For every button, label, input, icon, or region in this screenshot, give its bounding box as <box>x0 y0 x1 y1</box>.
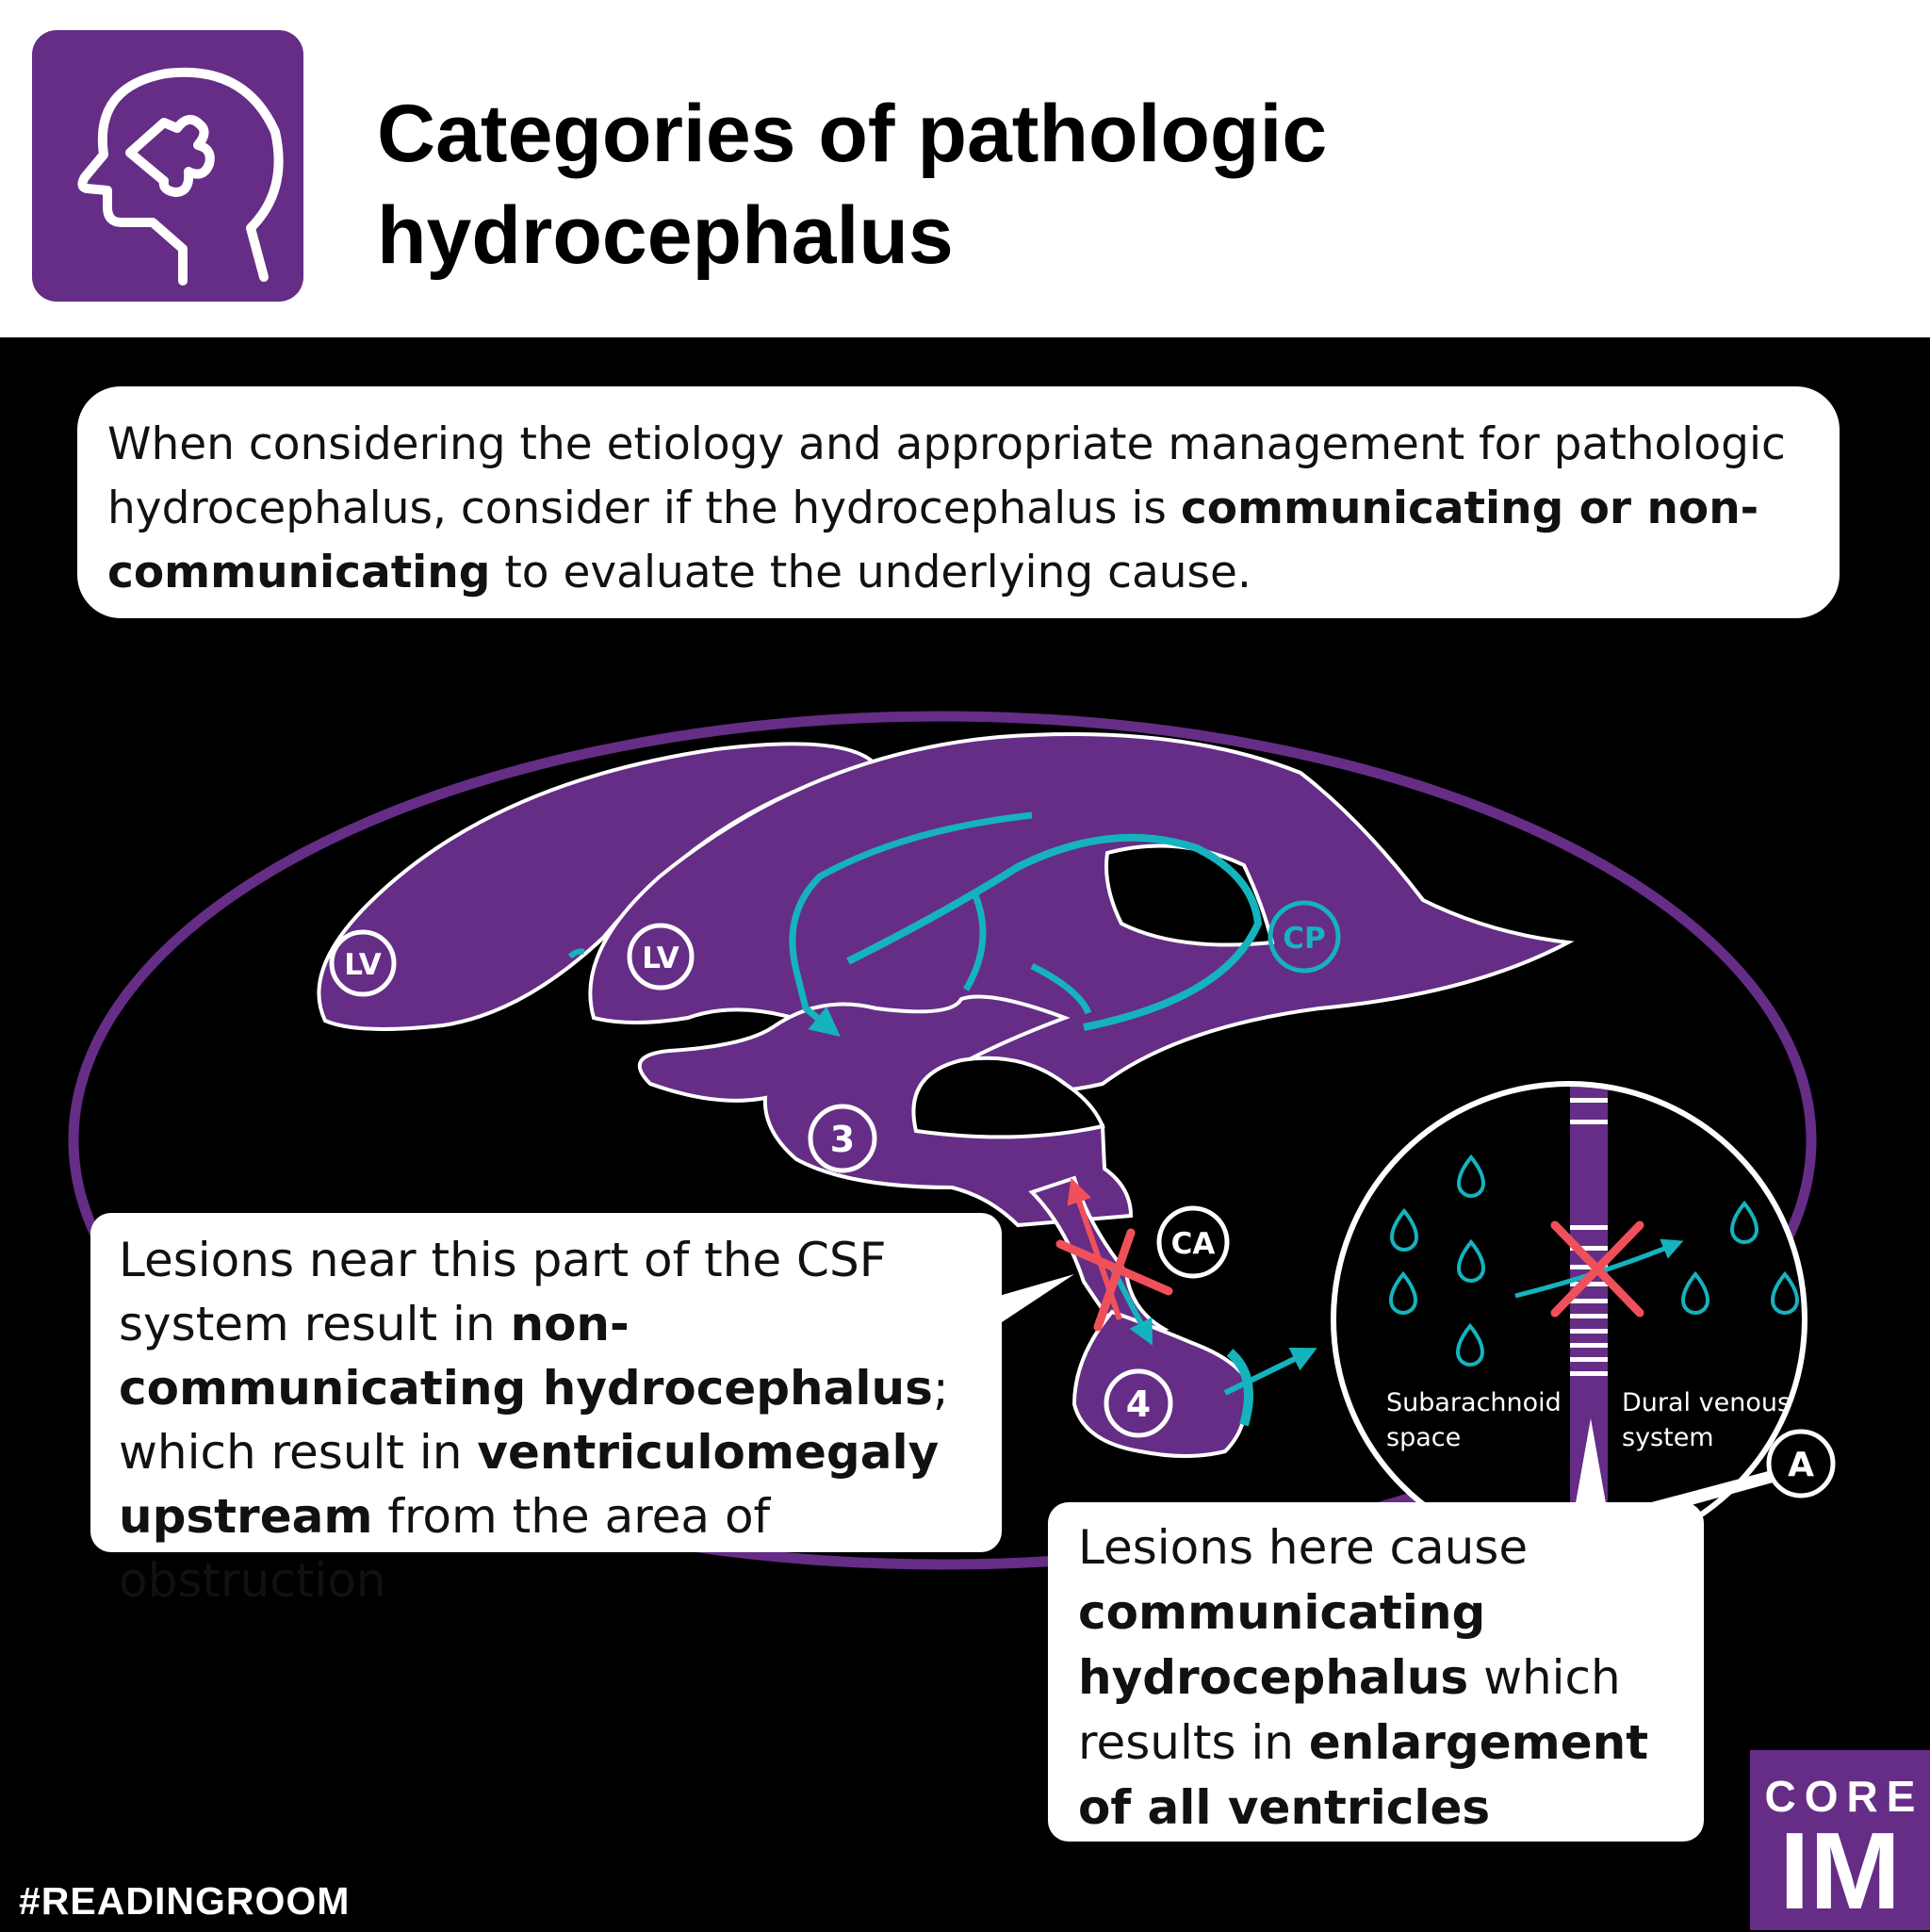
intro-callout: When considering the etiology and approp… <box>77 386 1840 618</box>
svg-text:CA: CA <box>1171 1227 1216 1261</box>
skull-outline <box>68 711 1817 1570</box>
left-note-text-2: ; which result in <box>119 1361 949 1480</box>
hashtag: #READINGROOM <box>19 1879 351 1923</box>
left-note-emphasis-2: ventriculomegaly upstream <box>119 1425 940 1544</box>
brand-logo: CORE IM <box>1750 1750 1930 1930</box>
right-note-emphasis-1: communicating hydrocephalus <box>1078 1585 1486 1705</box>
label-fourth-ventricle: 4 <box>1104 1368 1173 1438</box>
left-note-emphasis-1: non-communicating hydrocephalus <box>119 1297 933 1416</box>
label-choroid-plexus: CP <box>1268 900 1341 974</box>
left-note-text-1: Lesions near this part of the CSF system… <box>119 1233 887 1351</box>
right-note-text-1: Lesions here cause <box>1078 1520 1529 1575</box>
label-cerebral-aqueduct: CA <box>1156 1205 1230 1279</box>
non-communicating-callout: Lesions near this part of the CSF system… <box>90 1213 1002 1608</box>
fourth-ventricle <box>1071 1309 1249 1458</box>
svg-text:LV: LV <box>642 941 679 975</box>
svg-text:4: 4 <box>1126 1384 1151 1425</box>
intro-text-1: When considering the etiology and approp… <box>107 418 1786 534</box>
label-lv-right: LV <box>627 923 695 991</box>
svg-text:LV: LV <box>344 948 381 982</box>
dural-label-line1: Dural venous <box>1622 1388 1791 1417</box>
subarachnoid-label-line2: space <box>1386 1423 1461 1452</box>
thalamus-mass <box>911 1056 1105 1139</box>
csf-droplets <box>1388 1154 1800 1367</box>
label-lv-left: LV <box>329 929 397 997</box>
granulation-obstruction-x <box>1550 1220 1644 1318</box>
right-note-text-2: which results in <box>1078 1650 1621 1770</box>
label-arachnoid-granulation: A <box>1766 1429 1836 1498</box>
aqueduct-obstruction-x <box>1055 1228 1173 1332</box>
brand-logo-top: CORE <box>1764 1772 1924 1821</box>
intro-text-2: to evaluate the underlying cause. <box>490 547 1251 598</box>
right-note-emphasis-2: enlargement of all ventricles <box>1078 1715 1649 1835</box>
page-title: Categories of pathologic hydrocephalus <box>377 89 1328 281</box>
svg-text:CP: CP <box>1283 922 1325 956</box>
intro-emphasis: communicating or non-communicating <box>107 483 1759 598</box>
head-puzzle-icon <box>32 30 303 302</box>
header: Categories of pathologic hydrocephalus <box>0 0 1930 337</box>
dural-label-line2: system <box>1622 1423 1714 1452</box>
arachnoid-granulation-inset: Subarachnoid space Dural venous system <box>1331 1081 1807 1558</box>
label-third-ventricle: 3 <box>808 1104 877 1173</box>
left-note-text-3: from the area of obstruction <box>119 1489 771 1608</box>
svg-text:3: 3 <box>830 1119 855 1160</box>
subarachnoid-label-line1: Subarachnoid <box>1386 1388 1562 1417</box>
communicating-callout: Lesions here cause communicating hydroce… <box>1048 1502 1704 1842</box>
svg-text:A: A <box>1788 1446 1814 1484</box>
brand-logo-bottom: IM <box>1779 1809 1901 1932</box>
